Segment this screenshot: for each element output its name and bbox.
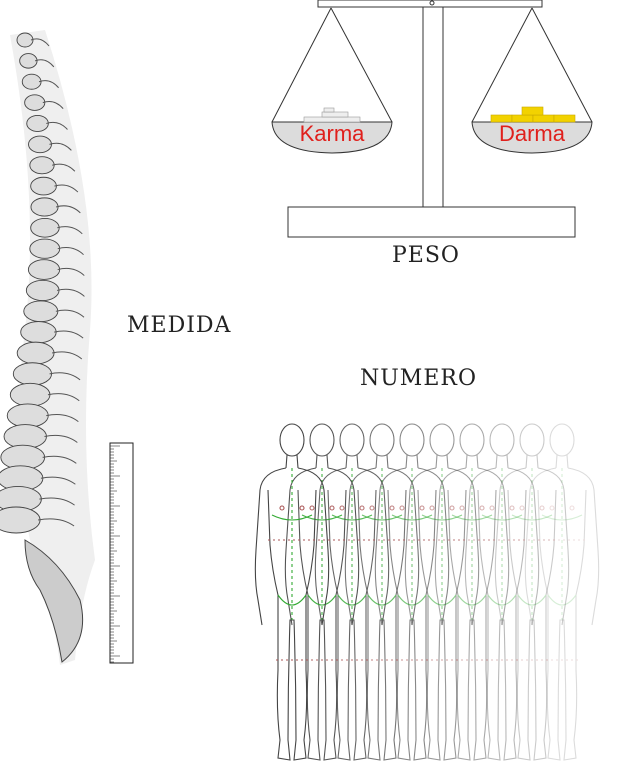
- vertebra: [9, 382, 51, 407]
- vertebra: [28, 135, 52, 154]
- vertebra-process: [42, 455, 77, 464]
- vertebra-process: [49, 142, 72, 151]
- vertebra-process: [49, 372, 81, 381]
- vertebra-process: [39, 497, 75, 506]
- vertebra-process: [42, 100, 64, 109]
- right-pan: [471, 121, 593, 154]
- scale-pillar: [422, 6, 444, 208]
- vertebra-process: [37, 518, 75, 527]
- vertebra: [16, 32, 34, 48]
- vertebra: [30, 218, 60, 238]
- vertebra-process: [57, 226, 83, 235]
- vertebra-process: [55, 205, 81, 214]
- vertebra-process: [56, 288, 85, 297]
- vertebra-process: [40, 476, 76, 485]
- vertebra-process: [57, 267, 85, 276]
- human-figures: [254, 423, 600, 761]
- left-strings: [271, 7, 393, 123]
- vertebra: [30, 197, 59, 217]
- karma-label: Karma: [299, 121, 365, 146]
- left-pan: [271, 121, 393, 154]
- karma-weights: [303, 107, 361, 123]
- vertebra-process: [46, 414, 79, 423]
- vertebra: [27, 259, 61, 280]
- vertebra-process: [44, 434, 78, 443]
- vertebra-process: [51, 351, 83, 360]
- vertebra: [30, 176, 57, 196]
- vertebra-process: [47, 393, 80, 402]
- medida-label: MEDIDA: [127, 313, 232, 338]
- vertebra-process: [52, 163, 76, 172]
- vertebra-process: [57, 247, 84, 256]
- vertebra: [29, 238, 61, 259]
- vertebra-process: [30, 38, 50, 47]
- vertebra: [0, 506, 41, 534]
- balance-scale: [271, 0, 593, 238]
- vertebra-process: [34, 59, 55, 68]
- spine-illustration: [0, 30, 95, 665]
- scale-base: [287, 206, 576, 238]
- vertebra: [12, 362, 53, 386]
- vertebra: [29, 156, 55, 175]
- vertebra: [26, 114, 49, 132]
- vertebra-process: [46, 121, 68, 130]
- vertebra-process: [55, 309, 85, 318]
- vertebra: [25, 279, 60, 302]
- vertebra: [23, 300, 59, 323]
- vertebra: [21, 73, 42, 90]
- vertebra-process: [54, 184, 79, 193]
- darma-label: Darma: [498, 121, 565, 146]
- vertebra: [24, 94, 46, 111]
- vertebra: [19, 53, 38, 69]
- vertebra: [6, 403, 49, 428]
- peso-label: PESO: [392, 243, 460, 268]
- vertebra: [16, 341, 55, 365]
- vertebra: [20, 321, 57, 344]
- numero-label: NUMERO: [360, 366, 477, 391]
- vertebra-process: [38, 80, 59, 89]
- scale-pivot: [429, 0, 435, 6]
- right-strings: [471, 7, 593, 123]
- vertebra-process: [54, 330, 84, 339]
- ruler: [109, 442, 134, 664]
- sacrum: [24, 539, 84, 663]
- gold-bars: [490, 106, 576, 123]
